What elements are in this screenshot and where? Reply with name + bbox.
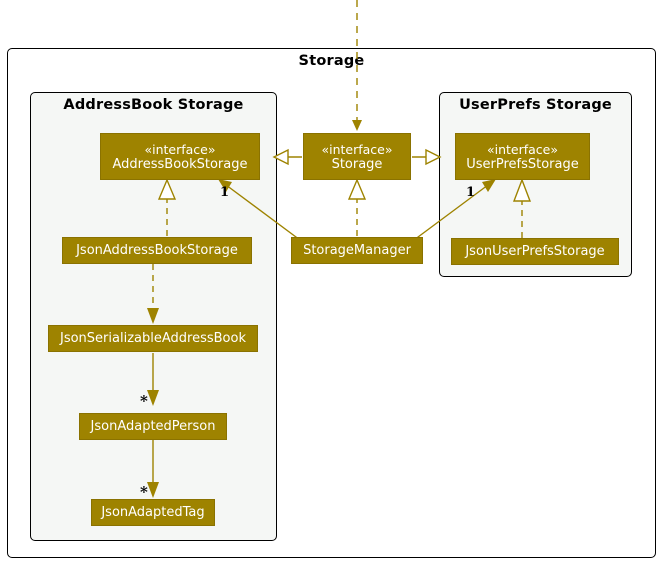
arrowhead-storage-to-ups <box>425 148 442 166</box>
arrowhead-storage-to-abs <box>272 148 289 166</box>
class-name: JsonAddressBookStorage <box>76 243 238 258</box>
class-name: JsonSerializableAddressBook <box>60 331 246 346</box>
class-name: JsonUserPrefsStorage <box>465 244 605 259</box>
multiplicity-serializable-to-person: * <box>140 392 148 410</box>
class-name: JsonAdaptedTag <box>101 505 205 520</box>
class-name: UserPrefsStorage <box>466 156 579 172</box>
multiplicity-manager-to-abs: 1 <box>220 185 230 200</box>
arrowhead-manager-to-storage <box>347 178 367 200</box>
package-userprefs-storage-title: UserPrefs Storage <box>459 97 612 113</box>
class-json-address-book-storage[interactable]: JsonAddressBookStorage <box>62 237 252 264</box>
class-storage-manager[interactable]: StorageManager <box>291 237 423 264</box>
arrowhead-manager-to-ups <box>482 179 496 192</box>
class-json-adapted-tag[interactable]: JsonAdaptedTag <box>91 499 215 526</box>
arrowhead-jabs-to-jsab <box>147 308 159 324</box>
arrowhead-jsab-to-jap <box>147 390 159 406</box>
arrowhead-manager-to-abs <box>218 179 232 192</box>
class-name: StorageManager <box>303 243 411 258</box>
class-address-book-storage[interactable]: «interface» AddressBookStorage <box>100 133 260 180</box>
line-manager-to-ups <box>413 181 493 241</box>
class-storage[interactable]: «interface» Storage <box>303 133 411 180</box>
class-json-user-prefs-storage[interactable]: JsonUserPrefsStorage <box>451 238 619 265</box>
class-stereotype: «interface» <box>144 141 216 157</box>
class-stereotype: «interface» <box>321 141 393 157</box>
class-name: Storage <box>331 156 383 172</box>
class-stereotype: «interface» <box>486 141 559 157</box>
class-name: AddressBookStorage <box>112 156 248 172</box>
class-name: JsonAdaptedPerson <box>90 419 216 434</box>
class-json-serializable-address-book[interactable]: JsonSerializableAddressBook <box>48 325 258 352</box>
arrow-external-to-storage <box>352 120 362 131</box>
package-addressbook-storage-title: AddressBook Storage <box>63 97 244 113</box>
multiplicity-manager-to-ups: 1 <box>466 185 476 200</box>
arrowhead-jabs-to-abs <box>157 178 177 200</box>
arrowhead-jups-to-ups <box>512 178 532 202</box>
class-json-adapted-person[interactable]: JsonAdaptedPerson <box>79 413 227 440</box>
arrowhead-jap-to-jat <box>147 482 159 498</box>
multiplicity-person-to-tag: * <box>140 483 148 501</box>
package-storage-title: Storage <box>298 53 365 69</box>
line-manager-to-abs <box>221 181 301 241</box>
class-user-prefs-storage[interactable]: «interface» UserPrefsStorage <box>455 133 590 180</box>
